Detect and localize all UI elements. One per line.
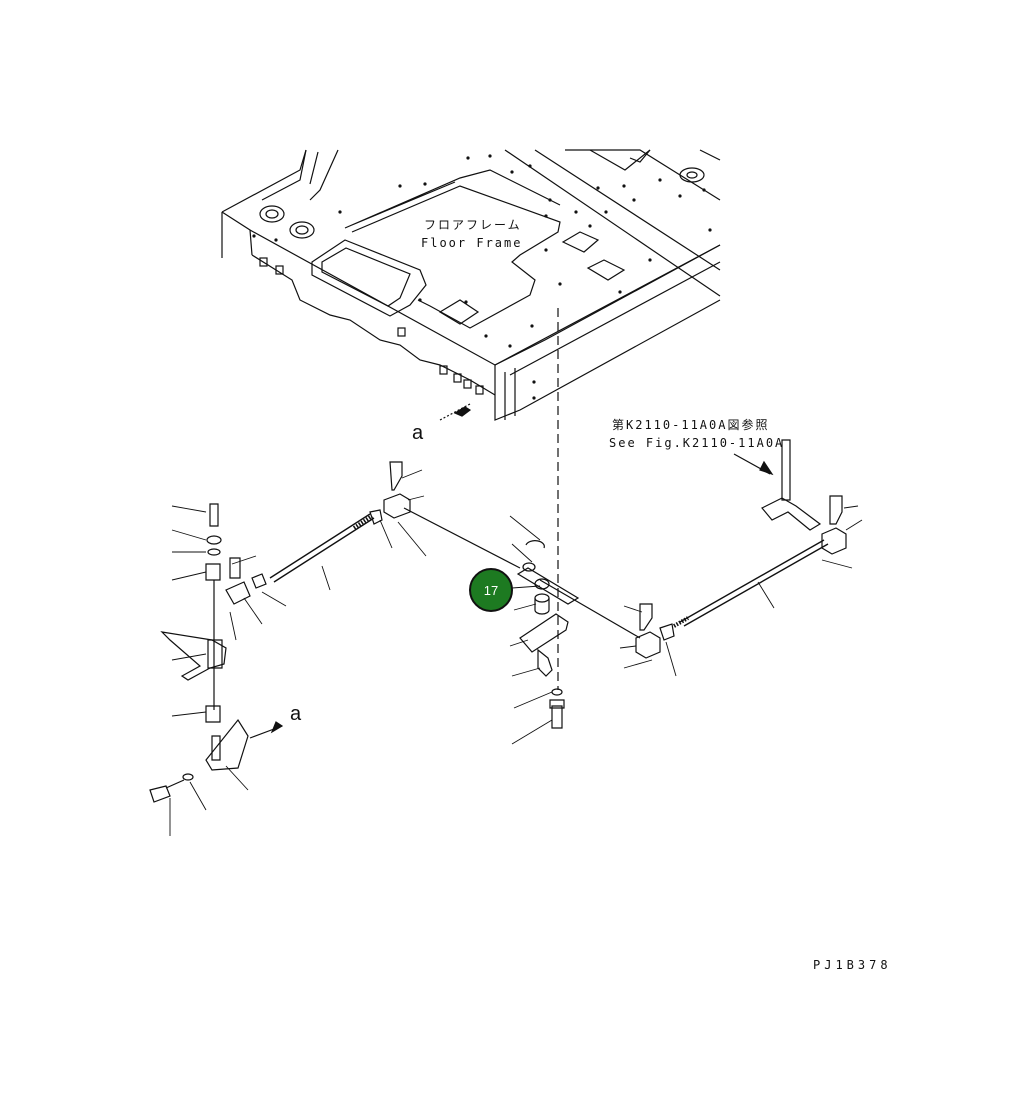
floor-frame-label-jp: フロアフレーム xyxy=(424,218,522,232)
view-arrow-label-top: a xyxy=(412,422,424,444)
part-callout-17[interactable]: 17 xyxy=(469,568,513,612)
center-linkage xyxy=(516,540,580,729)
floor-frame-label-en: Floor Frame xyxy=(421,236,523,250)
leader-lines xyxy=(169,469,863,836)
figure-reference-jp: 第K2110-11A0A図参照 xyxy=(612,418,770,432)
figure-reference-en: See Fig.K2110-11A0A xyxy=(609,436,785,450)
right-linkage xyxy=(539,439,847,659)
view-arrow-label-bottom: a xyxy=(290,703,302,725)
drawing-number: PJ1B378 xyxy=(813,958,892,972)
floor-frame xyxy=(221,149,721,421)
left-linkage xyxy=(149,461,521,803)
